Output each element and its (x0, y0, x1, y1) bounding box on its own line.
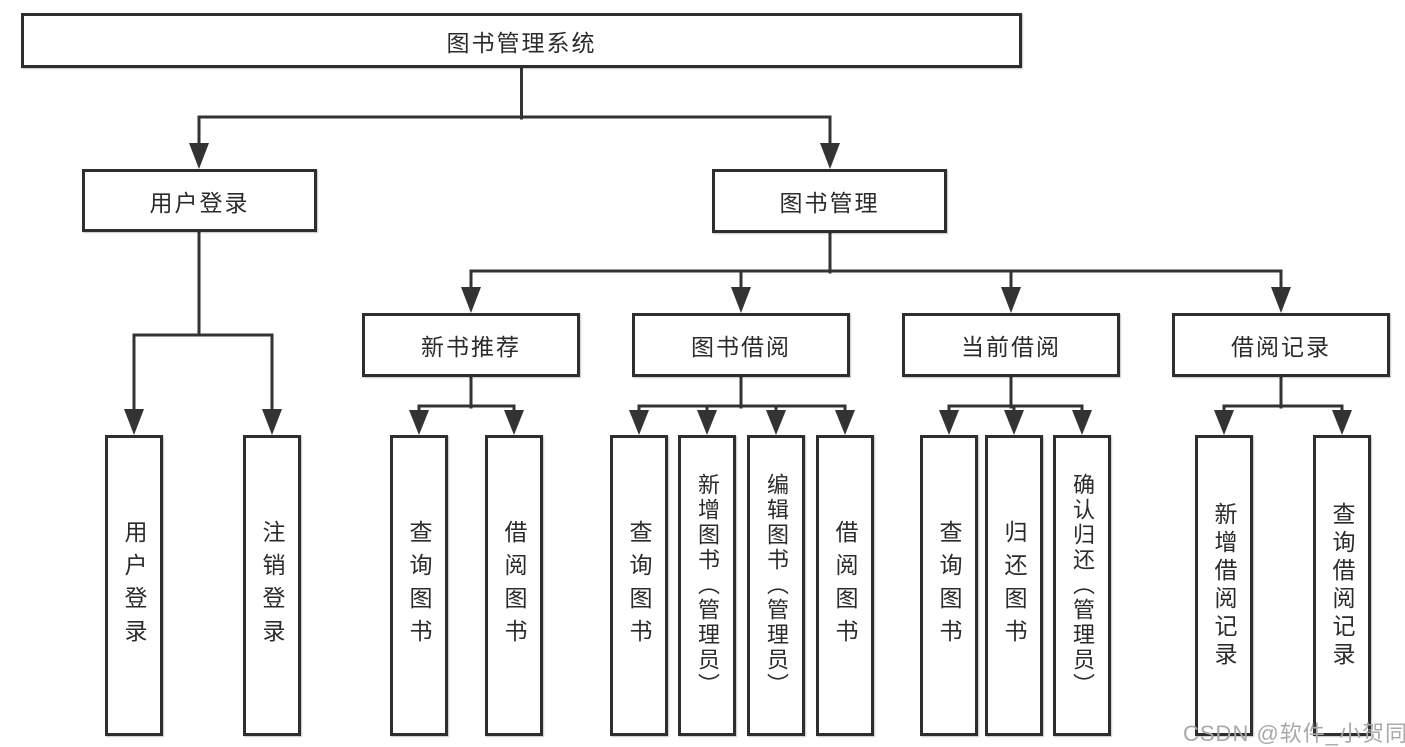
watermark: CSDN @软件_小贺同学 (1183, 721, 1405, 746)
connector-current-borrowing-branch (939, 375, 1092, 435)
leaf-add-books-admin: 新增图书（管理员） (678, 435, 736, 736)
node-new-book-recommend: 新书推荐 (362, 313, 580, 377)
node-book-management: 图书管理 (712, 169, 947, 233)
leaf-query-books-borrowing: 查询图书 (610, 435, 668, 736)
node-user-login: 用户登录 (82, 169, 317, 232)
leaf-logout: 注销登录 (243, 435, 301, 736)
connector-new-book-branch (409, 375, 524, 435)
leaf-edit-books-admin: 编辑图书（管理员） (747, 435, 805, 736)
leaf-query-books-current: 查询图书 (920, 435, 978, 736)
node-book-borrowing: 图书借阅 (632, 313, 850, 377)
node-current-borrowing: 当前借阅 (902, 313, 1120, 377)
connector-user-login-branch (124, 230, 282, 435)
connector-book-borrowing-branch (629, 375, 855, 435)
leaf-user-login: 用户登录 (105, 435, 163, 736)
leaf-query-books-recommend: 查询图书 (390, 435, 448, 736)
leaf-borrow-books-borrowing: 借阅图书 (816, 435, 874, 736)
node-library-system: 图书管理系统 (21, 13, 1022, 68)
leaf-add-borrow-record: 新增借阅记录 (1195, 435, 1253, 736)
leaf-return-books: 归还图书 (985, 435, 1043, 736)
connector-borrow-records-branch (1214, 375, 1352, 435)
leaf-query-borrow-record: 查询借阅记录 (1313, 435, 1371, 736)
connector-root-to-level2 (189, 66, 840, 169)
leaf-confirm-return-admin: 确认归还（管理员） (1053, 435, 1111, 736)
connector-book-management-branch (461, 231, 1291, 313)
node-borrow-records: 借阅记录 (1172, 313, 1390, 377)
leaf-borrow-books-recommend: 借阅图书 (485, 435, 543, 736)
